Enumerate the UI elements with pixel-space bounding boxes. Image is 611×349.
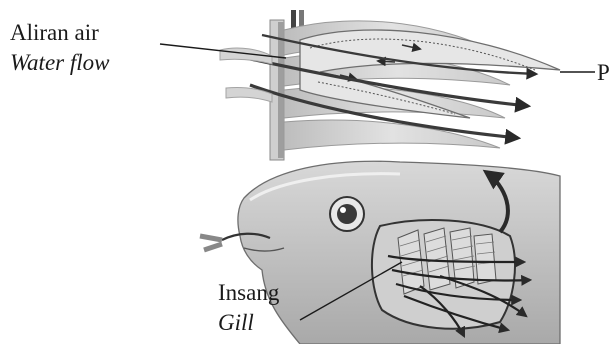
label-water-flow-english: Water flow: [10, 50, 109, 76]
label-water-flow-malay: Aliran air: [10, 20, 99, 46]
label-gill-malay: Insang: [218, 280, 279, 306]
label-gill-english: Gill: [218, 310, 254, 336]
label-p: P: [597, 60, 610, 86]
gill-filament-enlargement: [220, 10, 560, 160]
fish-head: [200, 161, 560, 344]
